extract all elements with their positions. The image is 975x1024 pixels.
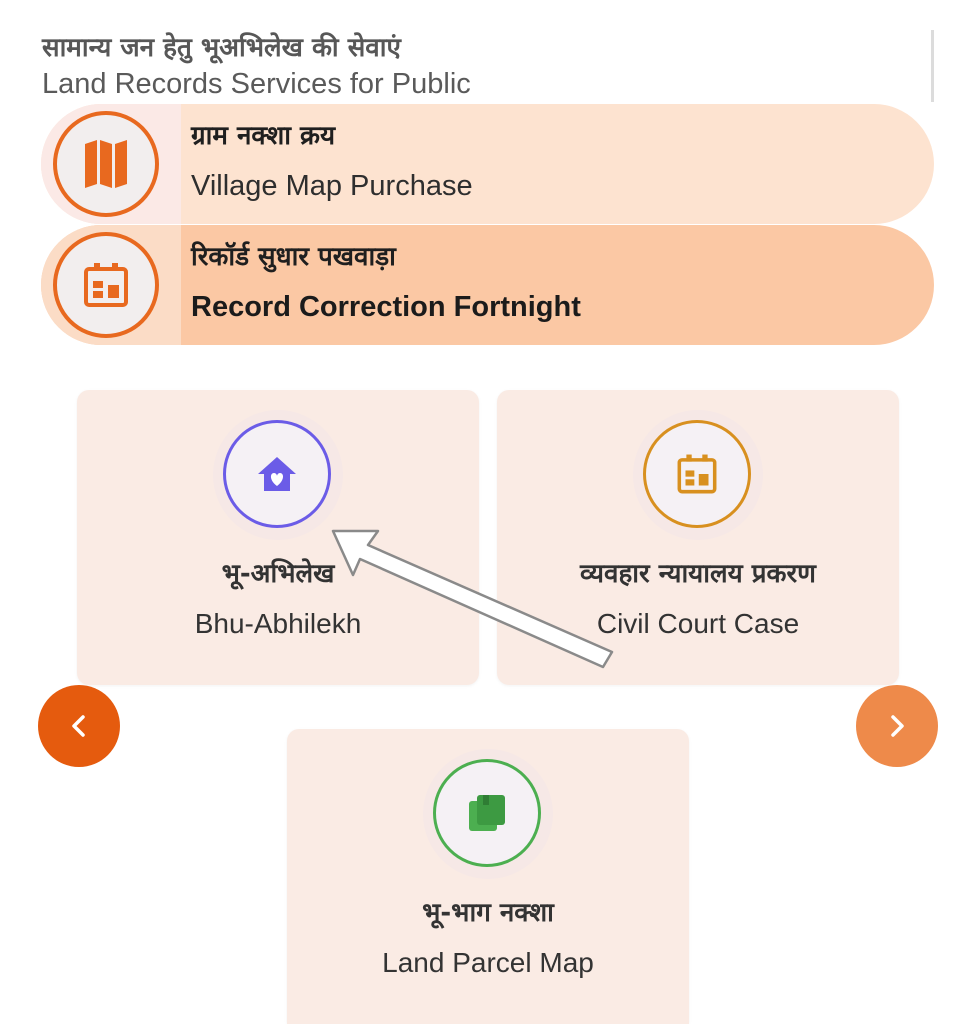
bhu-abhilekh-card[interactable]: भू-अभिलेख Bhu-Abhilekh xyxy=(77,390,479,685)
bhu-abhilekh-title-hindi: भू-अभिलेख xyxy=(221,559,335,589)
record-correction-title-english: Record Correction Fortnight xyxy=(191,291,581,323)
carousel-next-button[interactable] xyxy=(856,685,938,767)
section-header: सामान्य जन हेतु भूअभिलेख की सेवाएं Land … xyxy=(42,30,471,102)
record-correction-title-hindi: रिकॉर्ड सुधार पखवाड़ा xyxy=(191,242,396,272)
building-icon xyxy=(53,232,159,338)
land-parcel-title-hindi: भू-भाग नक्शा xyxy=(422,898,554,928)
village-map-purchase-button[interactable]: ग्राम नक्शा क्रय Village Map Purchase xyxy=(41,104,934,224)
civil-court-case-card[interactable]: व्यवहार न्यायालय प्रकरण Civil Court Case xyxy=(497,390,899,685)
building-icon xyxy=(643,420,751,528)
chevron-right-icon xyxy=(891,715,904,737)
documents-icon xyxy=(433,759,541,867)
section-title-english: Land Records Services for Public xyxy=(42,68,471,100)
land-parcel-title-english: Land Parcel Map xyxy=(382,947,594,978)
civil-court-title-hindi: व्यवहार न्यायालय प्रकरण xyxy=(580,559,816,589)
icon-backdrop xyxy=(41,225,181,345)
record-correction-fortnight-button[interactable]: रिकॉर्ड सुधार पखवाड़ा Record Correction … xyxy=(41,225,934,345)
village-map-title-hindi: ग्राम नक्शा क्रय xyxy=(191,121,336,151)
map-icon xyxy=(53,111,159,217)
scrollbar[interactable] xyxy=(931,30,934,102)
land-parcel-map-card[interactable]: भू-भाग नक्शा Land Parcel Map xyxy=(287,729,689,1024)
home-heart-icon xyxy=(223,420,331,528)
village-map-title-english: Village Map Purchase xyxy=(191,170,473,202)
carousel-prev-button[interactable] xyxy=(38,685,120,767)
civil-court-title-english: Civil Court Case xyxy=(596,608,800,639)
icon-backdrop xyxy=(41,104,181,224)
bhu-abhilekh-title-english: Bhu-Abhilekh xyxy=(194,608,362,639)
section-title-hindi: सामान्य जन हेतु भूअभिलेख की सेवाएं xyxy=(42,33,401,63)
chevron-left-icon xyxy=(72,715,85,737)
